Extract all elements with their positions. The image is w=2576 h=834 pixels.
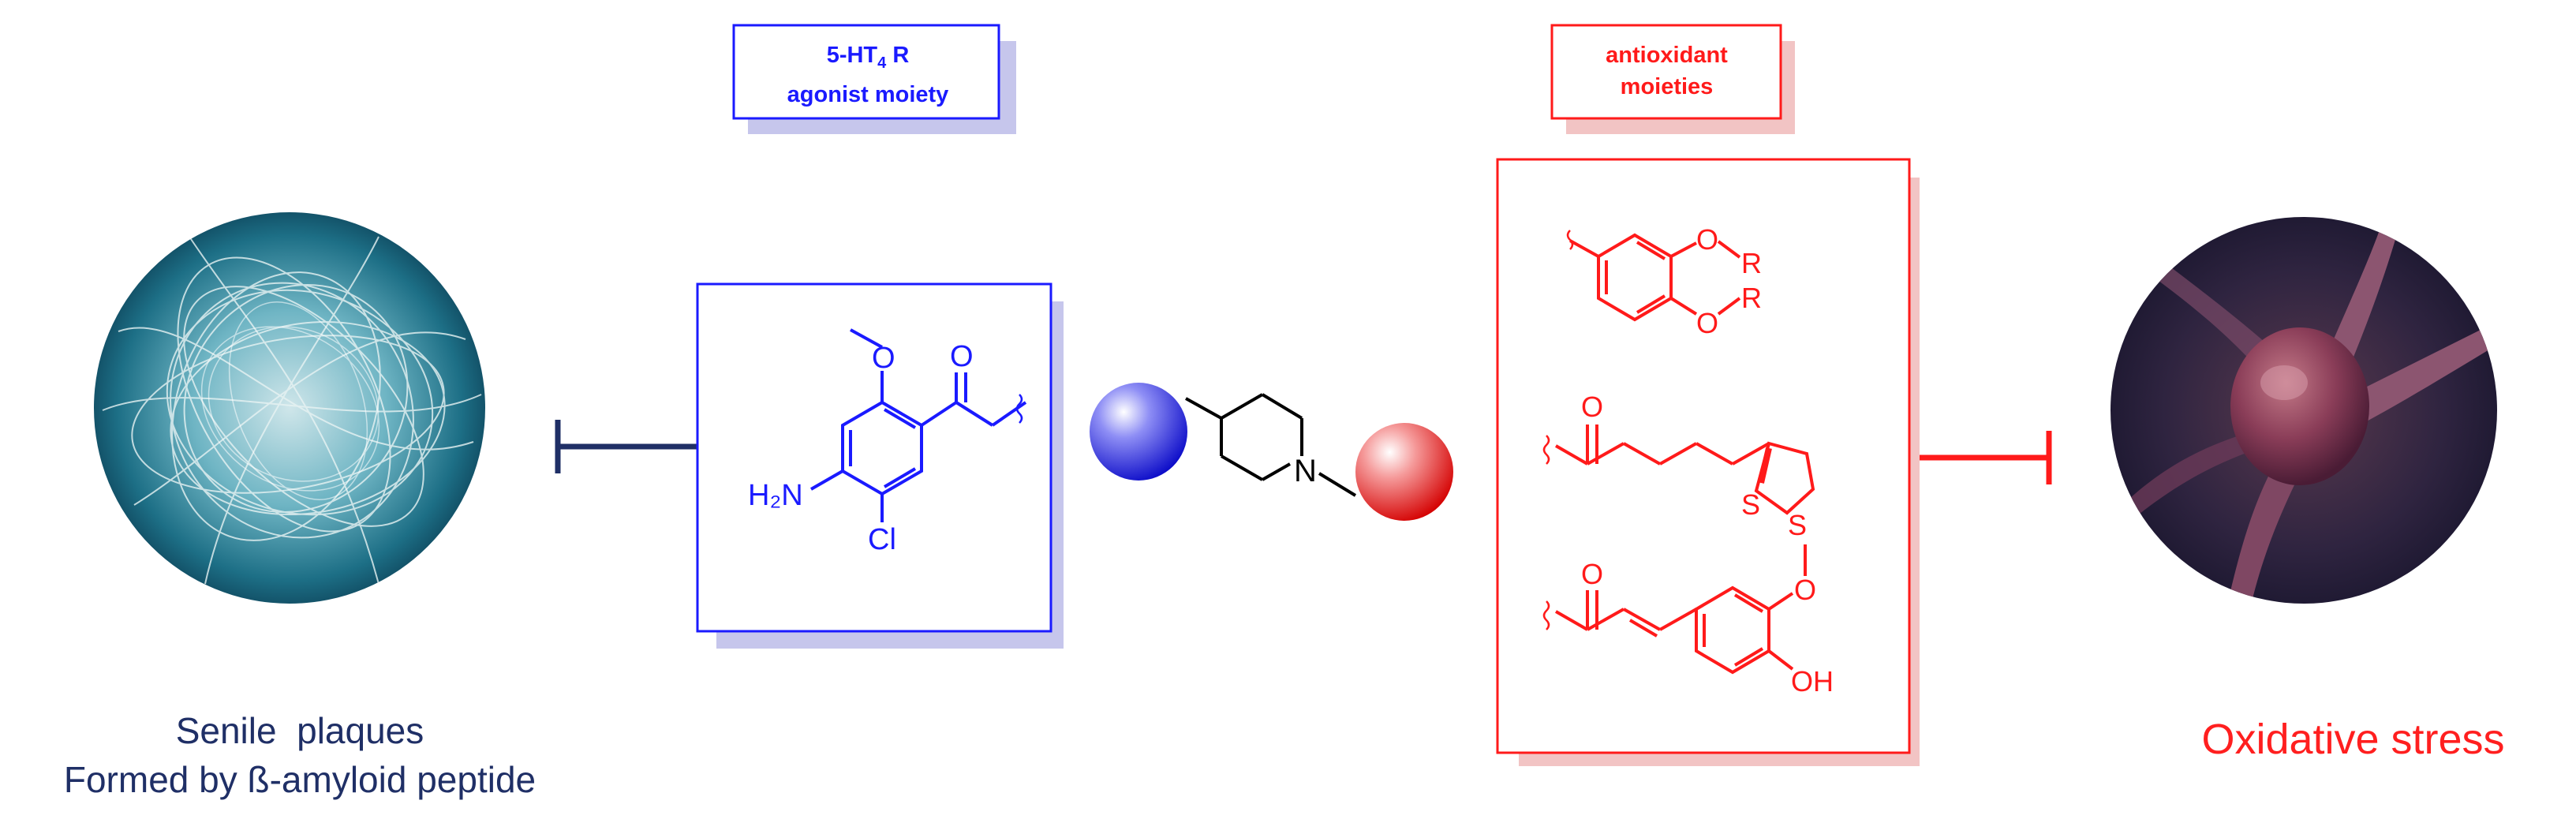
ferulic-carbonyl-o: O bbox=[1581, 558, 1603, 590]
lipoic-atom-labels: O S S bbox=[1581, 391, 1807, 541]
ferulic-methoxy-o: O bbox=[1794, 574, 1816, 606]
lipoic-o: O bbox=[1581, 391, 1603, 423]
senile-plaques-caption: Senile plaques Formed by ß-amyloid pepti… bbox=[0, 706, 600, 804]
catechol-moiety bbox=[1566, 230, 1741, 322]
agonist-carbonyl-o: O bbox=[950, 340, 974, 373]
blue-sphere bbox=[1090, 383, 1187, 481]
ferulic-atom-labels: O O OH bbox=[1581, 558, 1834, 697]
agonist-molecule bbox=[810, 328, 1027, 522]
catechol-o2: O bbox=[1696, 307, 1718, 339]
agonist-chloro: Cl bbox=[868, 523, 896, 556]
agonist-label-line2: agonist moiety bbox=[787, 81, 949, 107]
agonist-methoxy-o: O bbox=[872, 342, 895, 375]
lipoic-s2: S bbox=[1788, 509, 1807, 541]
agonist-amine-h2n: H₂N bbox=[748, 479, 803, 512]
antioxidant-label-line1: antioxidant bbox=[1606, 43, 1728, 68]
agonist-atom-labels: O O H₂N Cl bbox=[748, 340, 974, 556]
oxidative-stress-caption: Oxidative stress bbox=[2201, 716, 2505, 763]
catechol-atom-labels: O R O R bbox=[1696, 223, 1762, 339]
catechol-o1: O bbox=[1696, 223, 1718, 256]
agonist-label-frame bbox=[732, 24, 1016, 134]
caption-left-line1: Senile plaques bbox=[175, 710, 424, 751]
antioxidant-structure-box bbox=[1496, 158, 1920, 766]
antioxidant-label-line2: moieties bbox=[1620, 74, 1714, 99]
lipoic-s1: S bbox=[1741, 488, 1760, 521]
caption-left-line2: Formed by ß-amyloid peptide bbox=[63, 759, 537, 800]
neuron-image bbox=[2111, 217, 2497, 604]
agonist-moiety-label: 5-HT4 R agonist moiety bbox=[734, 24, 1002, 129]
antioxidant-moieties-label: antioxidant moieties bbox=[1550, 24, 1783, 122]
piperidine-n: N bbox=[1294, 454, 1317, 488]
linker: N bbox=[1090, 383, 1453, 521]
oxidative-inhibition-connector bbox=[1909, 431, 2052, 484]
antioxidant-label-frame bbox=[1550, 24, 1795, 134]
agonist-structure-box bbox=[696, 282, 1064, 649]
ferulic-moiety bbox=[1542, 544, 1807, 675]
catechol-r1: R bbox=[1741, 247, 1762, 279]
senile-plaque-image bbox=[94, 212, 485, 604]
red-sphere bbox=[1355, 423, 1453, 521]
agonist-label-line1: 5-HT4 R bbox=[826, 43, 910, 72]
plaque-inhibition-connector bbox=[555, 420, 698, 473]
ferulic-hydroxyl: OH bbox=[1791, 665, 1834, 697]
lipoic-moiety bbox=[1542, 424, 1815, 515]
catechol-r2: R bbox=[1741, 282, 1762, 314]
